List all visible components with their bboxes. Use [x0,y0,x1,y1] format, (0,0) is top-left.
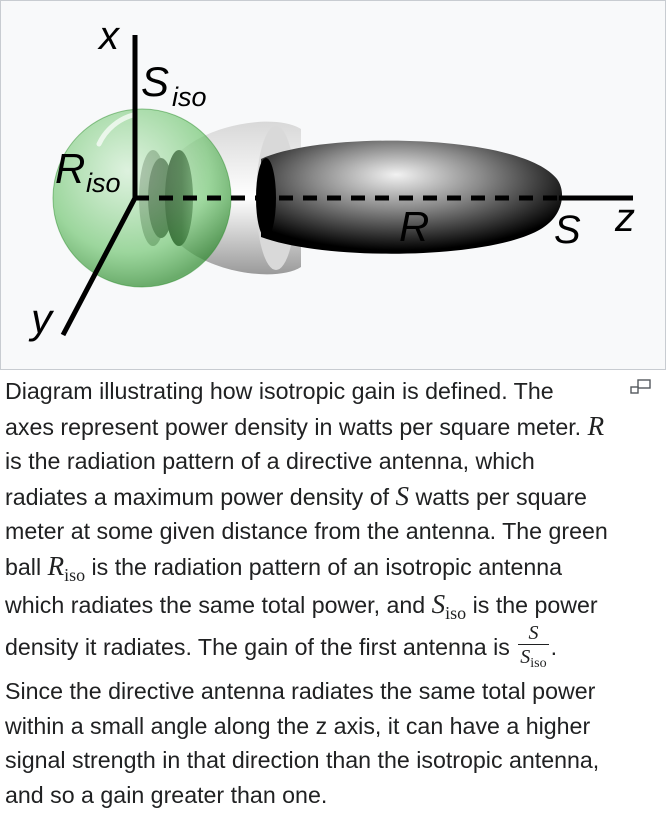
caption-line: Diagram illustrating how isotropic gain … [5,374,625,409]
caption-text: and so a gain greater than one. [5,781,328,808]
figure-caption: Diagram illustrating how isotropic gain … [5,374,625,813]
s-iso-label: S iso [141,58,207,112]
caption-text: Diagram illustrating how isotropic gain … [5,378,554,404]
z-axis-label: z [614,196,635,240]
y-axis-label: y [28,295,55,342]
figure-image[interactable]: x y z S iso R iso R S [0,0,666,370]
caption-line: is the radiation pattern of a directive … [5,444,625,479]
r-iso-sub: iso [86,168,121,198]
math-s: S [395,480,410,511]
axes [60,35,633,337]
caption-line: Since the directive antenna radiates the… [5,674,625,709]
caption-text: watts per square [415,483,587,510]
s-iso-sub: iso [172,82,207,112]
caption-text: is the power [472,591,598,618]
caption-text: ball [5,553,42,580]
fraction-denominator-sub: iso [530,656,547,672]
caption-line: which radiates the same total power, and… [5,587,625,625]
caption-line: meter at some given distance from the an… [5,514,625,549]
caption-line: and so a gain greater than one. [5,778,625,813]
caption-line: signal strength in that direction than t… [5,743,625,778]
math-s-iso-sub: iso [445,602,467,623]
caption-line: ball Riso is the radiation pattern of an… [5,549,625,587]
fraction-denominator-symbol: S [520,646,531,669]
isotropic-gain-diagram: x y z S iso R iso R S [28,14,635,342]
r-lobe-label: R [399,203,429,250]
enlarge-icon[interactable] [630,379,652,395]
fraction-denominator: Siso [518,645,548,672]
s-max-label: S [554,208,581,252]
y-axis-line [60,196,138,337]
caption-text: meter at some given distance from the an… [5,518,608,545]
caption-text: density it radiates. The gain of the fir… [5,634,510,661]
s-iso-main: S [141,58,169,105]
caption-text: . [550,634,558,661]
fraction-numerator: S [518,622,549,646]
caption-text: radiates a maximum power density of [5,483,390,510]
caption-text: which radiates the same total power, and [5,591,426,618]
math-r-iso: R [47,550,65,581]
x-axis-label: x [97,14,121,58]
caption-text: signal strength in that direction than t… [5,747,600,774]
math-s-iso: S [431,588,446,619]
r-iso-main: R [55,145,85,192]
caption-text: within a small angle along the z axis, i… [5,712,591,739]
caption-line: density it radiates. The gain of the fir… [5,622,625,674]
caption-text: axes represent power density in watts pe… [5,413,582,440]
caption-line: axes represent power density in watts pe… [5,409,625,445]
caption-text: is the radiation pattern of a directive … [5,448,535,475]
caption-line: radiates a maximum power density of S wa… [5,479,625,515]
r-iso-label: R iso [55,145,121,198]
caption-text: Since the directive antenna radiates the… [5,678,596,705]
math-r: R [587,410,605,441]
caption-line: within a small angle along the z axis, i… [5,709,625,744]
caption-text: is the radiation pattern of an isotropic… [91,553,563,580]
math-r-iso-sub: iso [64,564,86,585]
